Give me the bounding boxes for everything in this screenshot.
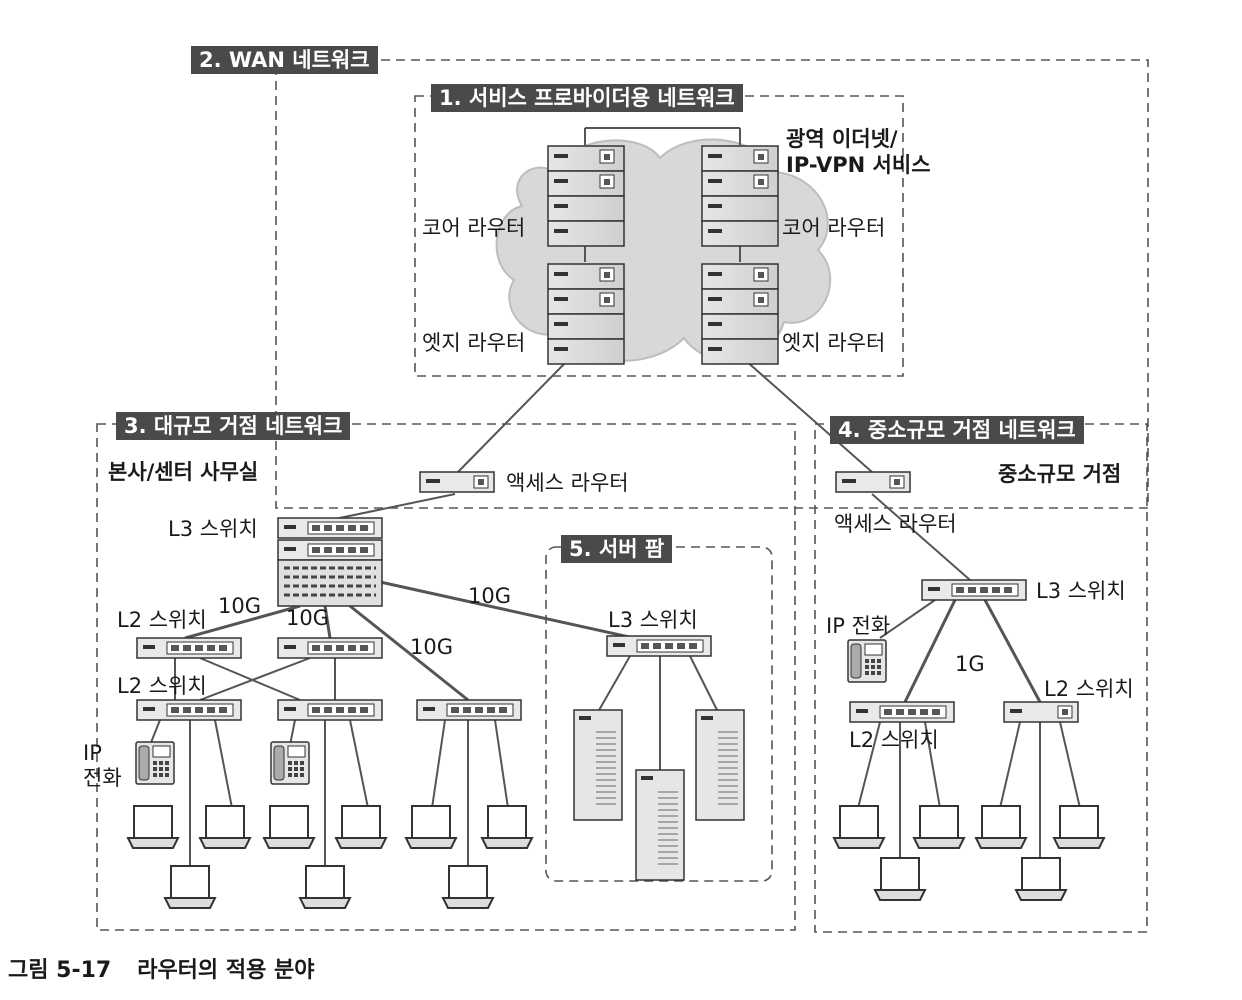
access-router-right-label: 액세스 라우터 [834, 512, 957, 536]
laptop-icon [481, 805, 533, 849]
laptop-icon [833, 805, 885, 849]
ip-phone-small-label: IP 전화 [826, 614, 891, 638]
l2-switch-icon [849, 701, 955, 723]
core-router-right-icon [702, 146, 778, 246]
laptop-icon [335, 805, 387, 849]
l2-switch-label: L2 스위치 [1044, 677, 1134, 701]
link-access-l3-right [871, 493, 971, 581]
l2-switch-label: L2 스위치 [117, 608, 207, 632]
access-router-right-icon [835, 471, 911, 493]
l3-switch-small-site-icon [921, 579, 1027, 601]
link-speed-label: 10G [218, 594, 261, 618]
link-access-l3-left [329, 493, 456, 521]
l2-switch-icon [136, 637, 242, 659]
l3-switch-large-label: L3 스위치 [168, 517, 258, 541]
ip-phone-icon [847, 639, 887, 683]
server-icon [573, 709, 623, 821]
server-icon [635, 769, 685, 881]
l3-switch-small-label: L3 스위치 [1036, 579, 1126, 603]
server-icon [695, 709, 745, 821]
edge-router-left-icon [548, 264, 624, 364]
zone-title-server-farm: 5. 서버 팜 [561, 535, 673, 563]
laptop-icon [263, 805, 315, 849]
access-router-left-icon [419, 471, 495, 493]
service-label-line2: IP-VPN 서비스 [786, 153, 931, 177]
l2-switch-icon [136, 699, 242, 721]
zone-large-site-border [96, 423, 796, 931]
zone-title-small-site: 4. 중소규모 거점 네트워크 [830, 416, 1084, 444]
l2-switch-icon [416, 699, 522, 721]
link-speed-label: 10G [468, 584, 511, 608]
ip-phone-icon [270, 741, 310, 785]
core-router-left-icon [548, 146, 624, 246]
l3-switch-large-icon [277, 517, 383, 607]
l3-switch-server-farm-label: L3 스위치 [608, 608, 698, 632]
hq-office-label: 본사/센터 사무실 [108, 460, 259, 484]
core-router-left-label: 코어 라우터 [422, 216, 526, 240]
laptop-icon [127, 805, 179, 849]
edge-router-right-label: 엣지 라우터 [782, 331, 886, 355]
laptop-icon [164, 865, 216, 909]
edge-router-left-label: 엣지 라우터 [422, 331, 526, 355]
zone-title-wan: 2. WAN 네트워크 [191, 46, 378, 74]
figure-caption: 그림 5-17 라우터의 적용 분야 [8, 952, 314, 984]
service-label-line1: 광역 이더넷/ [786, 127, 898, 151]
l3-switch-server-farm-icon [606, 635, 712, 657]
link-speed-label: 1G [955, 652, 985, 676]
laptop-icon [913, 805, 965, 849]
laptop-icon [975, 805, 1027, 849]
zone-wan-border [275, 59, 1149, 509]
ip-phone-label-line1: IP [83, 741, 102, 765]
figure-number: 그림 5-17 [8, 958, 112, 983]
laptop-icon [299, 865, 351, 909]
core-router-right-label: 코어 라우터 [782, 216, 886, 240]
l2-switch-icon [277, 637, 383, 659]
laptop-icon [874, 857, 926, 901]
l2-switch-icon [277, 699, 383, 721]
link-speed-label: 10G [286, 606, 329, 630]
ip-phone-label-line2: 전화 [83, 766, 122, 790]
laptop-icon [199, 805, 251, 849]
zone-title-large-site: 3. 대규모 거점 네트워크 [116, 412, 351, 440]
l2-switch-label: L2 스위치 [849, 728, 939, 752]
figure-title: 라우터의 적용 분야 [137, 958, 315, 983]
zone-server-farm-border [545, 546, 773, 882]
link-edge-access-right [744, 359, 873, 473]
l2-switch-small-icon [1003, 701, 1079, 723]
laptop-icon [1053, 805, 1105, 849]
ip-phone-icon [135, 741, 175, 785]
laptop-icon [1015, 857, 1067, 901]
link-edge-access-left [457, 359, 569, 473]
link-speed-label: 10G [410, 635, 453, 659]
small-site-label: 중소규모 거점 [998, 462, 1122, 486]
access-router-left-label: 액세스 라우터 [506, 471, 629, 495]
zone-title-provider: 1. 서비스 프로바이더용 네트워크 [431, 84, 743, 112]
laptop-icon [405, 805, 457, 849]
l2-switch-label: L2 스위치 [117, 674, 207, 698]
edge-router-right-icon [702, 264, 778, 364]
laptop-icon [442, 865, 494, 909]
provider-cloud [495, 138, 832, 362]
